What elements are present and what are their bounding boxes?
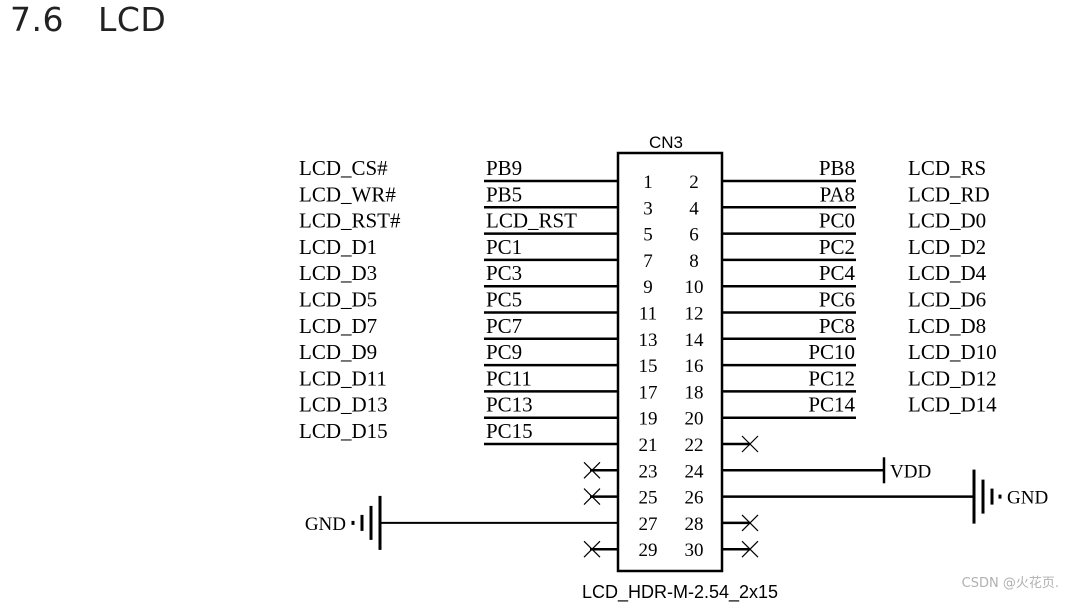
net-label-pc8: PC8 [819,314,855,338]
signal-label-lcd-rd: LCD_RD [908,182,990,206]
pin-number-18: 18 [685,382,704,403]
net-label-pc10: PC10 [808,340,855,364]
signal-label-lcd-d14: LCD_D14 [908,393,997,417]
signal-label-lcd-d11: LCD_D11 [299,366,387,390]
signal-label-lcd-d8: LCD_D8 [908,314,986,338]
pin-number-15: 15 [639,356,658,377]
pin-number-3: 3 [643,198,653,219]
net-label-lcd-rst: LCD_RST [486,209,577,233]
net-label-pc9: PC9 [486,340,522,364]
no-connect-icon [741,540,759,558]
net-label-pc1: PC1 [486,235,522,259]
pin-number-6: 6 [689,225,699,246]
net-label-pc12: PC12 [808,366,855,390]
no-connect-icon [583,461,601,479]
signal-label-lcd-d12: LCD_D12 [908,366,997,390]
net-label-pc13: PC13 [486,393,533,417]
net-label-pc5: PC5 [486,288,522,312]
no-connect-icon [583,488,601,506]
net-label-pc14: PC14 [808,393,855,417]
pin-number-19: 19 [639,409,658,430]
net-label-pb5: PB5 [486,182,522,206]
signal-label-lcd-d9: LCD_D9 [299,340,377,364]
no-connect-icon [583,540,601,558]
pin-number-29: 29 [639,540,658,561]
connector-body [616,151,724,573]
signal-label-lcd-d5: LCD_D5 [299,288,377,312]
section-title: LCD [97,0,167,39]
pin-number-20: 20 [685,409,704,430]
signal-label-lcd-d6: LCD_D6 [908,288,986,312]
net-label-pc7: PC7 [486,314,522,338]
pin-number-14: 14 [685,330,705,351]
signal-label-lcd-d3: LCD_D3 [299,261,377,285]
pin-number-10: 10 [685,277,704,298]
net-label-pb9: PB9 [486,156,522,180]
no-connect-icon [741,514,759,532]
pin-number-28: 28 [685,514,704,535]
signal-label-lcd-rs: LCD_RS [908,156,986,180]
signal-label-lcd-d13: LCD_D13 [299,393,388,417]
net-label-pc11: PC11 [486,366,532,390]
connector-designator: CN3 [649,133,683,152]
signal-label-lcd-rst-: LCD_RST# [299,209,401,233]
net-label-pc6: PC6 [819,288,855,312]
pin-number-27: 27 [639,514,658,535]
signal-label-lcd-d1: LCD_D1 [299,235,377,259]
signal-label-lcd-d0: LCD_D0 [908,209,986,233]
vdd-label: VDD [890,461,931,482]
section-number: 7.6 [10,0,64,39]
pin-number-21: 21 [639,435,658,456]
connector-pins: 1LCD_CS#PB93LCD_WR#PB55LCD_RST#LCD_RST7L… [299,156,1048,561]
net-label-pc15: PC15 [486,419,533,443]
signal-label-lcd-d2: LCD_D2 [908,235,986,259]
signal-label-lcd-d15: LCD_D15 [299,419,388,443]
pin-number-1: 1 [643,172,653,193]
pin-number-8: 8 [689,251,699,272]
pin-number-4: 4 [689,198,699,219]
pin-number-11: 11 [639,304,657,325]
signal-label-lcd-cs-: LCD_CS# [299,156,388,180]
pin-number-22: 22 [685,435,704,456]
net-label-pa8: PA8 [820,182,855,206]
pin-number-17: 17 [639,382,658,403]
net-label-pc3: PC3 [486,261,522,285]
pin-number-23: 23 [639,461,658,482]
pin-number-26: 26 [685,488,704,509]
pin-number-5: 5 [643,225,653,246]
signal-label-lcd-d4: LCD_D4 [908,261,987,285]
net-label-pc4: PC4 [819,261,856,285]
net-label-pb8: PB8 [819,156,855,180]
net-label-pc0: PC0 [819,209,855,233]
watermark: CSDN @火花页. [961,576,1059,591]
gnd-label-left: GND [305,514,346,535]
pin-number-24: 24 [685,461,705,482]
signal-label-lcd-d10: LCD_D10 [908,340,997,364]
connector-part-name: LCD_HDR-M-2.54_2x15 [582,582,778,602]
pin-number-16: 16 [685,356,704,377]
pin-number-7: 7 [643,251,653,272]
no-connect-icon [741,435,759,453]
pin-number-13: 13 [639,330,658,351]
signal-label-lcd-wr-: LCD_WR# [299,182,396,206]
pin-number-9: 9 [643,277,653,298]
signal-label-lcd-d7: LCD_D7 [299,314,377,338]
gnd-label-right: GND [1007,488,1048,509]
net-label-pc2: PC2 [819,235,855,259]
pin-number-2: 2 [689,172,699,193]
section-heading: 7.6 LCD [10,0,166,39]
pin-number-12: 12 [685,304,704,325]
pin-number-25: 25 [639,488,658,509]
pin-number-30: 30 [685,540,704,561]
